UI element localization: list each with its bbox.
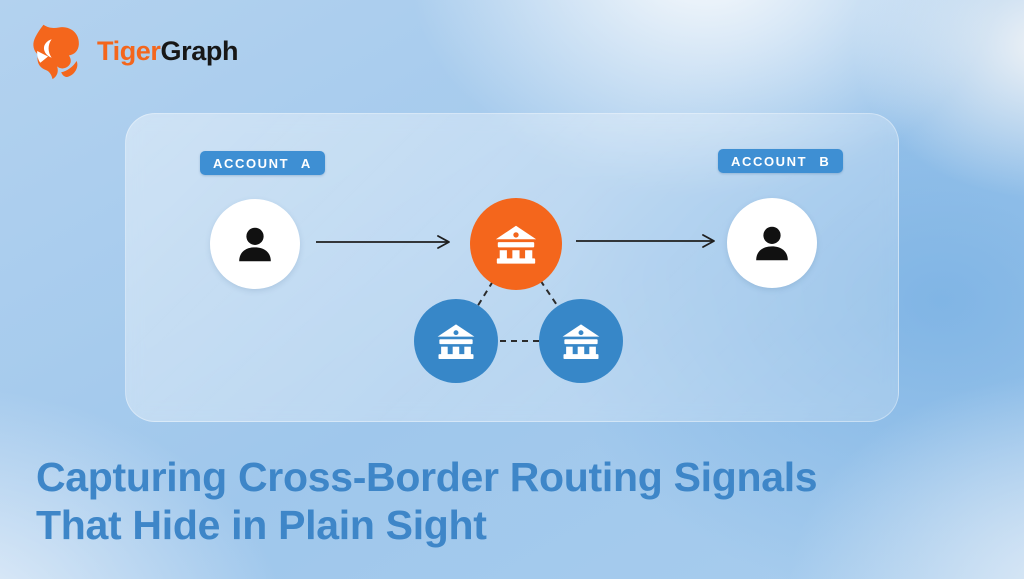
routing-bank-right-node [539,299,623,383]
account-b-node [727,198,817,288]
logo-word-tiger: Tiger [97,35,161,66]
tigergraph-logo: TigerGraph [28,22,238,80]
account-b-badge: ACCOUNT B [718,149,844,173]
account-a-badge: ACCOUNT A [200,151,325,175]
page-title: Capturing Cross-Border Routing Signals T… [36,453,818,549]
bank-icon [495,225,537,264]
person-icon [756,226,788,261]
account-a-node [210,199,300,289]
intermediary-bank-node [470,198,562,290]
title-line-2: That Hide in Plain Sight [36,502,487,548]
logo-word-graph: Graph [160,35,239,66]
logo-wordmark: TigerGraph [97,36,238,67]
bank-icon [562,324,600,359]
tiger-icon [28,22,88,80]
title-line-1: Capturing Cross-Border Routing Signals [36,454,818,500]
bank-icon [437,324,475,359]
routing-bank-left-node [414,299,498,383]
diagram-panel: ACCOUNT A ACCOUNT B [125,113,899,422]
person-icon [239,227,271,262]
